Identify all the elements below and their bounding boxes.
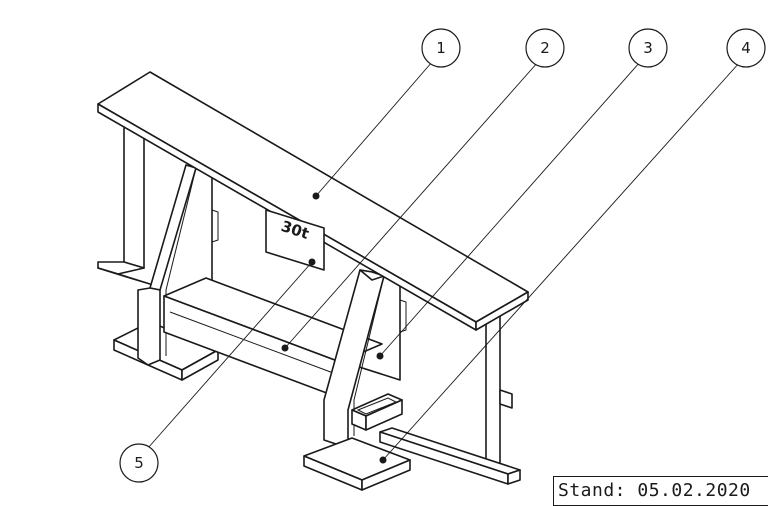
- capacity-stamp: 30t: [265, 209, 325, 271]
- right-foot-plate: [303, 437, 411, 491]
- side-slot: [351, 393, 403, 431]
- balloon-5-label: 5: [134, 454, 144, 472]
- left-beam-web: [97, 119, 151, 285]
- balloon-1: 1: [421, 28, 461, 68]
- balloon-3-label: 3: [643, 39, 653, 57]
- balloon-5: 5: [119, 443, 159, 483]
- balloon-2: 2: [525, 28, 565, 68]
- title-block: Stand: 05.02.2020: [553, 476, 768, 506]
- stand-date: Stand: 05.02.2020: [558, 480, 751, 501]
- leader-lines: [147, 61, 741, 461]
- balloon-4-label: 4: [741, 39, 751, 57]
- balloon-1-label: 1: [436, 39, 446, 57]
- right-beam-web: [379, 311, 521, 485]
- balloon-2-label: 2: [540, 39, 550, 57]
- balloon-3: 3: [628, 28, 668, 68]
- balloon-4: 4: [726, 28, 766, 68]
- leader-dots: [281, 192, 387, 464]
